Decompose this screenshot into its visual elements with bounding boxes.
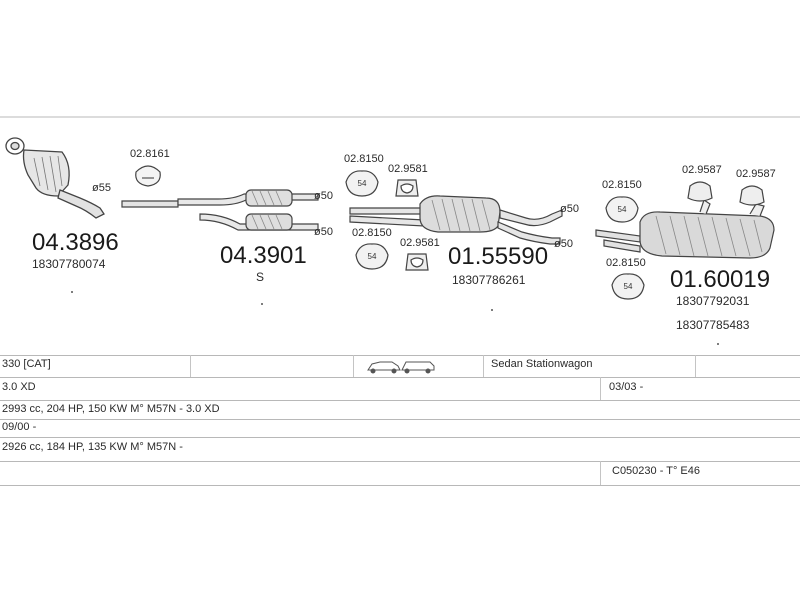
table-line-4 [0,437,800,438]
part-number-04-3896: 04.3896 [32,229,119,256]
part-number-04-3901: 04.3901 [220,242,307,269]
table-catalog-code: C050230 - T° E46 [612,465,700,477]
part-centre-muffler [349,195,563,245]
table-engine-2: 2926 cc, 184 HP, 135 KW M° M57N - [2,441,183,453]
part-suffix-p2: S [256,270,265,284]
clamp-code-p4-c: 02.9587 [736,168,776,180]
table-engine-1: 2993 cc, 204 HP, 150 KW M° M57N - 3.0 XD [2,403,220,415]
clamp-02-8150-d [611,273,645,300]
oem-code-p1: 18307780074 [32,257,106,271]
rear-inlet-pipe-lower [603,239,641,253]
pipe-diameter-p2-bottom: ø50 [314,226,333,238]
clamp-02-9581-b-ring [410,257,424,268]
clamp-label-a: 54 [358,179,367,188]
converter-hatching [33,155,63,193]
centre-outlet-pipe [499,209,563,227]
part-number-01-55590: 01.55590 [448,243,549,270]
rear-hanger-left [699,199,711,215]
rear-inlet-pipe-upper [595,229,641,243]
table-variant: 3.0 XD [2,381,36,393]
part-number-01-60019: 01.60019 [670,266,771,293]
clamp-label-d: 54 [624,282,633,291]
centre-outlet-pipe-2 [497,221,561,245]
table-col-4 [695,355,696,377]
table-col-5 [600,377,601,400]
clamp-code-p4-b: 02.9587 [682,164,722,176]
part-twin-front-pipe [121,165,319,231]
centre-pipe-lower [349,215,425,227]
front-pipe [57,189,105,219]
pipe-diameter-p3-top: ø50 [560,203,579,215]
table-body-types: Sedan Stationwagon [491,358,593,370]
table-col-6 [600,461,601,485]
table-line-1 [0,377,800,378]
clamp-label-c: 54 [618,205,627,214]
table-date-2: 09/00 - [2,421,37,433]
clamp-code-p3-b: 02.9581 [388,163,428,175]
clamp-code-p3-c: 02.8150 [352,227,392,239]
pipe-diameter-p1: ø55 [92,182,111,194]
table-model: 330 [CAT] [2,358,51,370]
clamps-centre: 54 54 [345,170,429,271]
table-line-3 [0,419,800,420]
clamp-02-9581-a-ring [400,183,414,194]
table-col-3 [483,355,484,377]
clamp-label-b: 54 [368,252,377,261]
rear-muffler-body [639,211,775,259]
oem-code-p4-1: 18307792031 [676,294,750,308]
clamp-02-9587-b [739,185,765,206]
clamp-02-8150-b [355,243,389,270]
clamp-02-9587-a [687,181,713,202]
manifold-flange-inner [10,141,20,151]
table-col-2 [353,355,354,377]
table-variant-date: 03/03 - [609,381,644,393]
clamp-02-8150-c [605,196,639,223]
sedan-icon [367,361,401,371]
rear-muffler-hatching [655,215,763,257]
car-icons [367,361,435,374]
oem-code-p4-2: 18307785483 [676,318,750,332]
clamp-02-8161 [135,165,161,187]
clamp-02-8150-a [345,170,379,197]
inlet-pipe [121,200,179,208]
part-catalytic-converter [5,137,105,219]
table-line-0 [0,355,800,356]
reference-dots [71,291,719,345]
clamps-rear: 54 54 [605,181,765,300]
table-line-6 [0,485,800,486]
table-line-5 [0,461,800,462]
clamp-code-p4-d: 02.8150 [606,257,646,269]
clamp-code-02-8161: 02.8161 [130,148,170,160]
clamp-code-p3-a: 02.8150 [344,153,384,165]
pipe-diameter-p2-top: ø50 [314,190,333,202]
pipe-diameter-p3-bottom: ø50 [554,238,573,250]
clamp-code-p3-d: 02.9581 [400,237,440,249]
clamp-code-p4-a: 02.8150 [602,179,642,191]
converter-body [22,149,70,197]
centre-pipe-upper [349,207,425,215]
oem-code-p3: 18307786261 [452,273,526,287]
centre-muffler-hatching [431,198,491,232]
rear-hanger-right [749,203,765,217]
table-line-2 [0,400,800,401]
resonator-hatching [251,190,283,230]
table-col-1 [190,355,191,377]
part-rear-muffler [595,199,775,259]
